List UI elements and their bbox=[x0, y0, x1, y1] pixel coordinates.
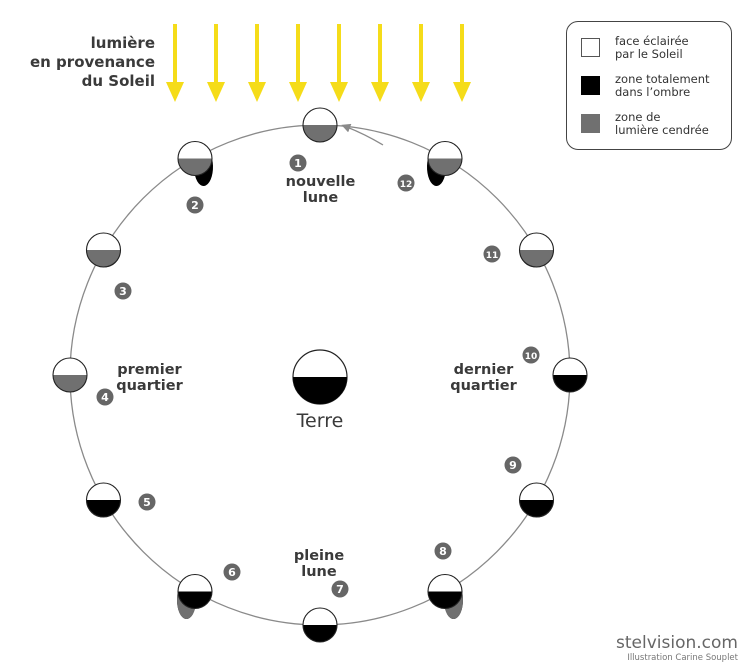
label-nouvelle-lune: nouvelle lune bbox=[273, 174, 368, 206]
sunlight-arrow bbox=[330, 24, 348, 102]
legend-label: par le Soleil bbox=[615, 47, 683, 61]
moon-phase-10 bbox=[552, 357, 588, 393]
label-line: premier bbox=[117, 362, 182, 378]
orbit-direction-arrow bbox=[341, 123, 384, 146]
phase-number-label: 1 bbox=[294, 157, 302, 170]
sunlight-label-line: du Soleil bbox=[81, 72, 155, 90]
phase-number-badge: 6 bbox=[223, 563, 241, 581]
phase-number-label: 6 bbox=[228, 566, 236, 579]
label-premier-quartier: premier quartier bbox=[112, 362, 187, 394]
phase-number-label: 5 bbox=[143, 496, 151, 509]
sunlight-arrow bbox=[207, 24, 225, 102]
phase-number-label: 11 bbox=[486, 251, 499, 261]
label-line: lune bbox=[301, 564, 337, 580]
moon-phase-6 bbox=[176, 573, 213, 620]
phase-number-label: 4 bbox=[101, 391, 109, 404]
credit-author: Illustration Carine Souplet bbox=[627, 653, 738, 663]
phase-number-badge: 2 bbox=[186, 196, 204, 214]
legend-item-lit: face éclairée par le Soleil bbox=[581, 35, 725, 61]
moon-phase-8 bbox=[427, 573, 464, 620]
moon-phase-2 bbox=[177, 140, 214, 186]
phase-number-label: 9 bbox=[509, 459, 517, 472]
earth-label: Terre bbox=[296, 410, 344, 432]
moon-phase-12 bbox=[426, 140, 463, 186]
phase-number-label: 3 bbox=[119, 285, 127, 298]
moon-phase-3 bbox=[85, 232, 122, 268]
phase-number-badge: 11 bbox=[483, 245, 501, 263]
sunlight-arrows bbox=[166, 24, 471, 102]
sunlight-arrow bbox=[453, 24, 471, 102]
swatch-earthshine bbox=[581, 114, 600, 133]
legend-item-earthshine: zone de lumière cendrée bbox=[581, 111, 725, 137]
legend-label: dans l’ombre bbox=[615, 85, 691, 99]
moon-phase-1 bbox=[302, 107, 338, 143]
legend-label: zone de bbox=[615, 110, 661, 124]
moon-phase-4 bbox=[52, 357, 88, 393]
moon-positions bbox=[52, 107, 588, 643]
label-line: pleine bbox=[293, 548, 345, 564]
sunlight-label: lumière en provenance du Soleil bbox=[20, 34, 155, 91]
label-line: quartier bbox=[116, 378, 183, 394]
phase-number-label: 7 bbox=[336, 583, 344, 596]
legend: face éclairée par le Soleil zone totalem… bbox=[566, 21, 732, 150]
credit-site: stelvision.com bbox=[616, 633, 738, 653]
label-pleine-lune: pleine lune bbox=[279, 548, 359, 580]
sunlight-arrow bbox=[289, 24, 307, 102]
phase-number-badge: 4 bbox=[96, 388, 114, 406]
phase-number-badge: 10 bbox=[522, 346, 540, 364]
phase-number-badge: 5 bbox=[138, 493, 156, 511]
legend-label: zone totalement bbox=[615, 72, 710, 86]
moon-phase-11 bbox=[518, 232, 555, 268]
phase-number-label: 10 bbox=[525, 352, 538, 362]
phase-number-badge: 3 bbox=[114, 282, 132, 300]
label-dernier-quartier: dernier quartier bbox=[446, 362, 521, 394]
moon-phase-9 bbox=[518, 482, 555, 518]
legend-label: face éclairée bbox=[615, 34, 689, 48]
earth bbox=[292, 349, 348, 405]
sunlight-arrow bbox=[248, 24, 266, 102]
moon-phase-5 bbox=[85, 482, 122, 518]
phase-number-badge: 1 bbox=[289, 154, 307, 172]
legend-item-shadow: zone totalement dans l’ombre bbox=[581, 73, 725, 99]
phase-number-badge: 9 bbox=[504, 456, 522, 474]
label-line: nouvelle bbox=[285, 174, 356, 190]
label-line: dernier bbox=[453, 362, 514, 378]
phase-number-badge: 12 bbox=[397, 174, 415, 192]
swatch-shadow bbox=[581, 76, 600, 95]
legend-label: lumière cendrée bbox=[615, 123, 709, 137]
swatch-lit bbox=[581, 38, 600, 57]
phase-number-badge: 8 bbox=[434, 542, 452, 560]
phase-number-label: 8 bbox=[439, 545, 447, 558]
label-line: quartier bbox=[450, 378, 517, 394]
sunlight-arrow bbox=[166, 24, 184, 102]
label-line: lune bbox=[302, 190, 339, 206]
sunlight-label-line: en provenance bbox=[29, 53, 155, 71]
phase-number-badge: 7 bbox=[331, 580, 349, 598]
sunlight-arrow bbox=[412, 24, 430, 102]
sunlight-label-line: lumière bbox=[90, 34, 155, 52]
phase-number-label: 12 bbox=[400, 180, 413, 190]
phase-number-label: 2 bbox=[191, 199, 199, 212]
sunlight-arrow bbox=[371, 24, 389, 102]
moon-phase-7 bbox=[302, 607, 338, 643]
